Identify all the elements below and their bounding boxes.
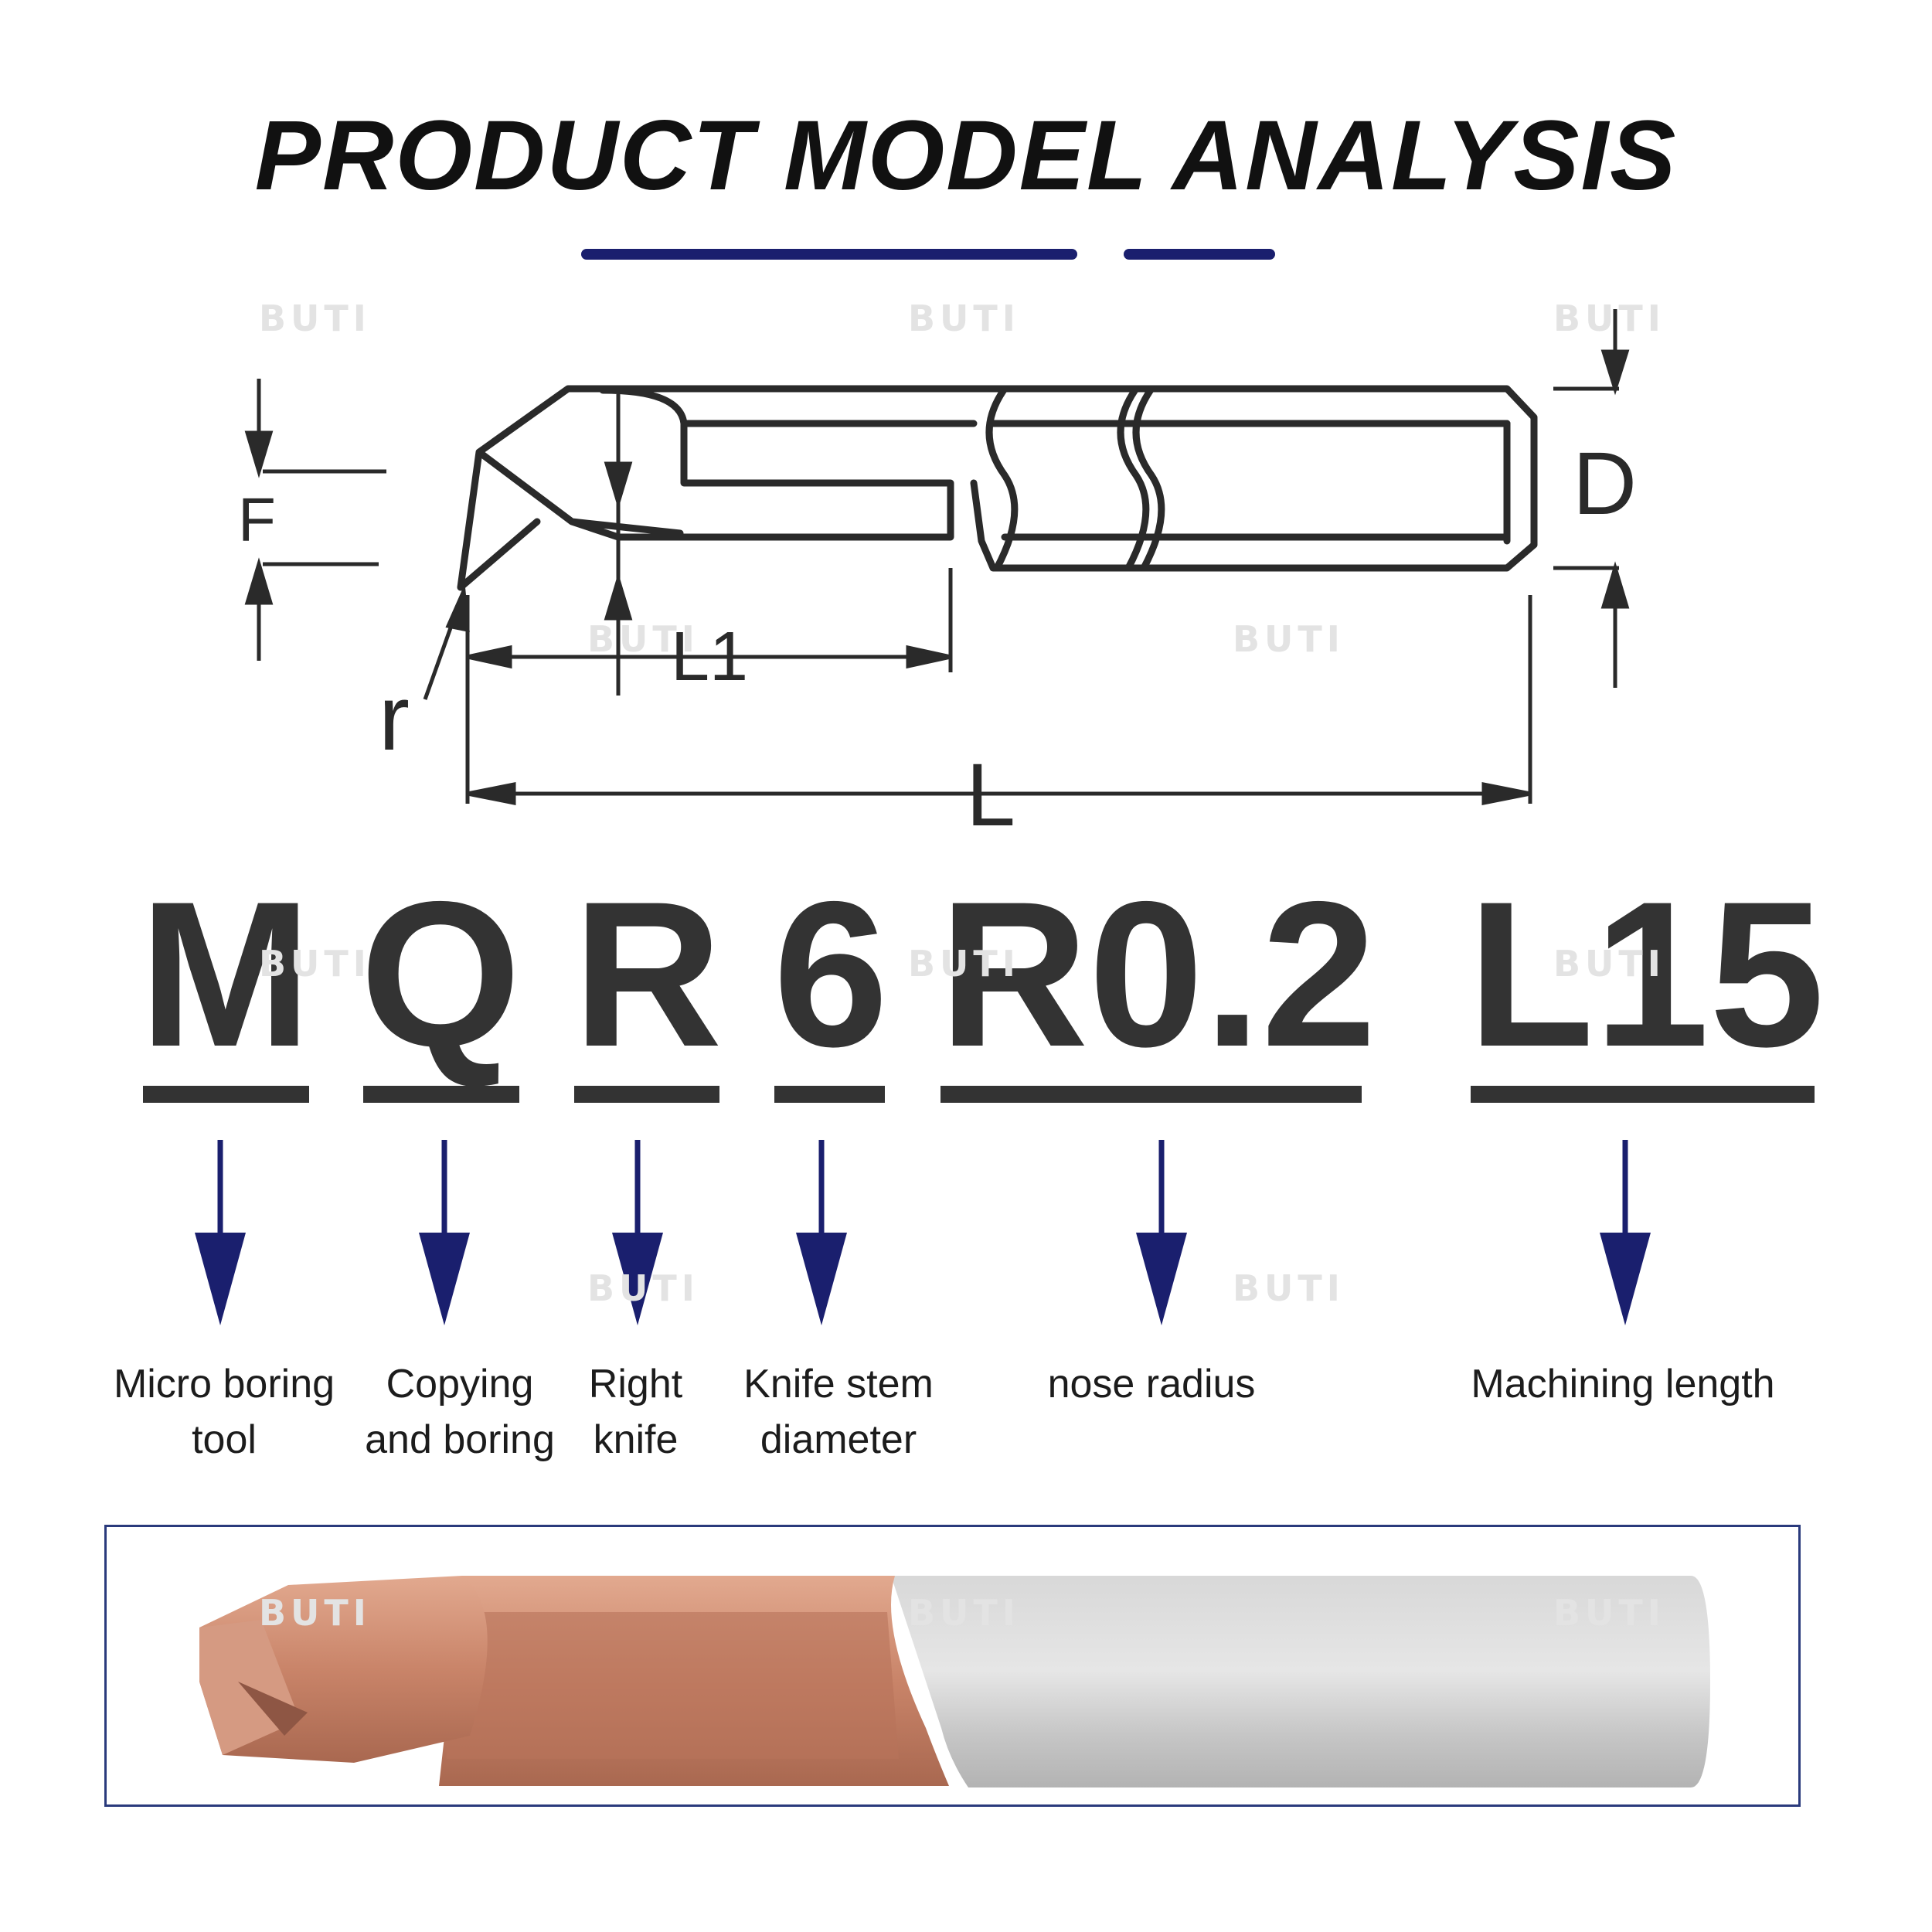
code-letter-M: M xyxy=(139,858,312,1090)
break-line-2 xyxy=(1117,385,1150,572)
break-line-3 xyxy=(1132,385,1165,572)
down-arrow-icon xyxy=(612,1140,663,1325)
product-photo xyxy=(199,1576,1710,1787)
down-arrow-icon xyxy=(1136,1140,1187,1325)
title-underline-short xyxy=(1124,249,1275,260)
code-letter-Q: Q xyxy=(359,858,522,1090)
label-L: L xyxy=(966,746,1015,845)
description-M-line2: tool xyxy=(192,1417,257,1462)
tool-neck-outline xyxy=(970,385,1538,572)
down-arrow-icon xyxy=(195,1140,246,1325)
description-L15-line1: Machining length xyxy=(1471,1362,1775,1406)
code-letter-6: 6 xyxy=(773,858,889,1090)
label-r: r xyxy=(379,666,410,770)
code-underline-L15 xyxy=(1471,1086,1815,1103)
description-R-line2: knife xyxy=(593,1417,679,1462)
product-photo-frame xyxy=(104,1525,1801,1807)
description-R-line1: Right xyxy=(588,1362,683,1406)
watermark: BUTI xyxy=(1233,1267,1345,1309)
code-underline-R0.2 xyxy=(940,1086,1362,1103)
title-underline-long xyxy=(581,249,1077,260)
code-letter-L15: L15 xyxy=(1468,858,1825,1090)
code-underline-M xyxy=(143,1086,309,1103)
label-L1: L1 xyxy=(671,618,748,696)
description-M-line1: Micro boring xyxy=(113,1362,335,1406)
description-R0.2: nose radius xyxy=(997,1356,1306,1412)
tool-dimension-drawing: F D L1 L r xyxy=(238,309,1637,845)
description-6-line1: Knife stem xyxy=(743,1362,934,1406)
down-arrow-icon xyxy=(1600,1140,1651,1325)
tool-bowl-curve xyxy=(599,386,688,427)
code-letter-R: R xyxy=(573,858,723,1090)
description-R0.2-line1: nose radius xyxy=(1047,1362,1256,1406)
tool-shank xyxy=(891,1576,1710,1787)
description-Q-line1: Copying xyxy=(386,1362,534,1406)
break-line-1 xyxy=(985,385,1019,572)
description-6: Knife stem diameter xyxy=(723,1356,954,1468)
tool-head-outline xyxy=(457,385,995,591)
description-6-line2: diameter xyxy=(760,1417,917,1462)
description-R: Right knife xyxy=(564,1356,707,1468)
label-D: D xyxy=(1573,434,1637,533)
code-letter-R0.2: R0.2 xyxy=(939,858,1377,1090)
label-F: F xyxy=(238,485,276,554)
description-Q: Copying and boring xyxy=(348,1356,572,1468)
code-underline-Q xyxy=(363,1086,519,1103)
description-M: Micro boring tool xyxy=(93,1356,355,1468)
description-Q-line2: and boring xyxy=(365,1417,555,1462)
tool-tip-edge xyxy=(238,1682,308,1736)
tool-carbide-flat xyxy=(447,1612,899,1759)
code-underline-6 xyxy=(774,1086,885,1103)
page-title: PRODUCT MODEL ANALYSIS xyxy=(254,100,1678,211)
code-underline-R xyxy=(574,1086,719,1103)
description-L15: Machining length xyxy=(1437,1356,1808,1412)
down-arrow-icon xyxy=(419,1140,470,1325)
down-arrow-icon xyxy=(796,1140,847,1325)
